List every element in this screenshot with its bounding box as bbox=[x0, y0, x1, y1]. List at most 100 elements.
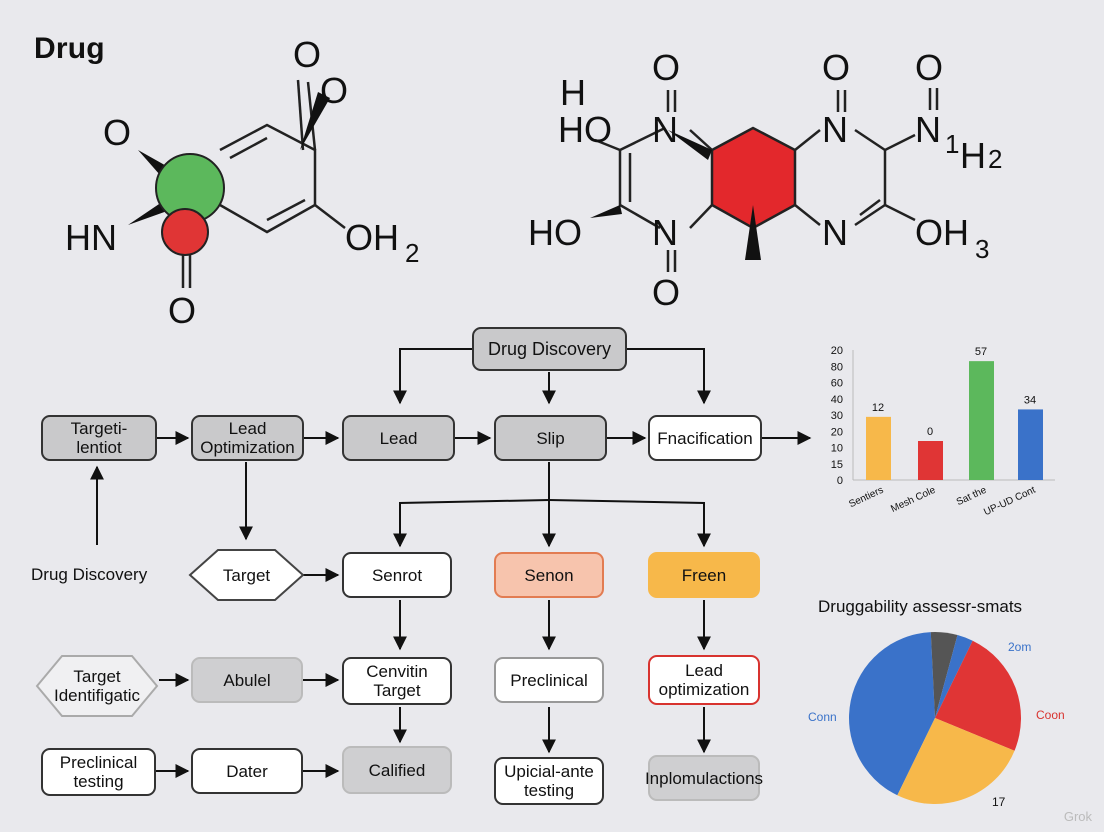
pie-slice bbox=[935, 640, 1021, 751]
right-bond bbox=[689, 204, 713, 229]
pie-chart-title: Druggability assessr-smats bbox=[818, 597, 1023, 616]
bar-category-label: Sentiers bbox=[847, 485, 885, 510]
node-preclinical: Preclinical bbox=[494, 657, 604, 703]
bar bbox=[866, 416, 891, 480]
pie-slice bbox=[848, 632, 935, 796]
right-bond bbox=[794, 129, 821, 151]
bar bbox=[969, 361, 994, 480]
bar-ytick-label: 80 bbox=[831, 361, 843, 373]
node-lead-optimization: Lead Optimization bbox=[191, 415, 304, 461]
atom-label: N bbox=[652, 212, 678, 253]
pie-label: Coon bbox=[1036, 708, 1065, 722]
atom-label: OH bbox=[345, 217, 399, 258]
right-bond bbox=[854, 128, 886, 152]
atom-label: H bbox=[560, 72, 586, 113]
atom-label: N bbox=[822, 109, 848, 150]
atom-label: OH bbox=[915, 212, 969, 253]
atom-label: N bbox=[822, 212, 848, 253]
arrow bbox=[627, 348, 711, 405]
atom-label-subscript: 1 bbox=[945, 129, 959, 159]
bar-ytick-label: 0 bbox=[837, 475, 843, 487]
bar-category-label: Mesh Cole bbox=[889, 485, 937, 515]
bar-category-label: UP-UD Cont bbox=[982, 485, 1037, 519]
atom-label: O bbox=[320, 70, 348, 111]
node-freen: Freen bbox=[648, 552, 760, 598]
page-title: Drug bbox=[34, 32, 105, 65]
left-bond-oh bbox=[314, 204, 346, 229]
node-dater: Dater bbox=[191, 748, 303, 794]
right-bond bbox=[884, 133, 916, 152]
atom-label-subscript: 2 bbox=[405, 238, 419, 268]
right-wedge-bond bbox=[668, 130, 712, 160]
left-wedge-bond bbox=[300, 92, 330, 150]
node-target-identification: Targeti- lentiot bbox=[41, 415, 157, 461]
node-drug-discovery-top: Drug Discovery bbox=[472, 327, 627, 371]
right-bond bbox=[619, 126, 666, 152]
node-lead-optimization-2: Lead optimization bbox=[648, 655, 760, 705]
bar-value-label: 57 bbox=[975, 346, 987, 358]
arrow bbox=[393, 348, 472, 405]
right-molecule-labels: H HO O N O N O N 1 H 2 HO N O N OH 3 bbox=[528, 47, 1002, 313]
node-senrot: Senrot bbox=[342, 552, 452, 598]
atom-label: O bbox=[293, 34, 321, 75]
atom-label-subscript: 2 bbox=[988, 144, 1002, 174]
red-hexagon-ring bbox=[710, 126, 797, 230]
left-ring-double-bond bbox=[229, 136, 268, 160]
node-lead: Lead bbox=[342, 415, 455, 461]
atom-label-subscript: 3 bbox=[975, 234, 989, 264]
node-inplomulactions: Inplomulactions bbox=[645, 755, 763, 801]
left-ring-double-bond bbox=[266, 198, 306, 222]
pie-label: 2om bbox=[1008, 640, 1031, 654]
node-fnacification: Fnacification bbox=[648, 415, 762, 461]
left-wedge-bond bbox=[128, 200, 170, 225]
bar-value-label: 0 bbox=[927, 426, 933, 438]
bar-ytick-label: 15 bbox=[831, 459, 843, 471]
pie-slice bbox=[935, 635, 973, 718]
right-molecule bbox=[594, 88, 939, 272]
target-diamond-shape bbox=[188, 549, 305, 601]
left-molecule-labels: O O O HN O OH 2 bbox=[65, 34, 419, 331]
right-bond bbox=[794, 204, 821, 226]
bar-ytick-label: 20 bbox=[831, 345, 843, 357]
red-atom bbox=[161, 208, 209, 256]
side-label-drug-discovery: Drug Discovery bbox=[31, 565, 148, 584]
right-bond bbox=[884, 203, 916, 222]
atom-label: O bbox=[103, 112, 131, 153]
grok-watermark: Grok bbox=[1063, 809, 1092, 824]
right-bond bbox=[854, 203, 886, 227]
left-ring-bond bbox=[219, 123, 317, 234]
atom-label: O bbox=[822, 47, 850, 88]
atom-label: HO bbox=[558, 109, 612, 150]
node-target: Target bbox=[222, 565, 271, 585]
atom-label: N bbox=[652, 109, 678, 150]
node-senon: Senon bbox=[494, 552, 604, 598]
right-bond bbox=[689, 129, 713, 151]
bar-category-label: Sat the bbox=[955, 485, 989, 509]
atom-label: HO bbox=[528, 212, 582, 253]
bar-value-label: 34 bbox=[1024, 394, 1036, 406]
node-preclinical-testing: Preclinical testing bbox=[41, 748, 156, 796]
atom-label: O bbox=[652, 47, 680, 88]
pie-slice bbox=[930, 631, 958, 718]
arrow bbox=[393, 499, 550, 548]
target-identification-hex-shape bbox=[35, 655, 159, 717]
atom-label: H bbox=[960, 135, 986, 176]
bar bbox=[918, 441, 943, 480]
atom-label: O bbox=[915, 47, 943, 88]
atom-label: N bbox=[915, 109, 941, 150]
node-slip: Slip bbox=[494, 415, 607, 461]
flowchart-connectors bbox=[90, 348, 812, 778]
node-upicial-ante-testing: Upicial-ante testing bbox=[494, 757, 604, 805]
bar-ytick-label: 20 bbox=[831, 426, 843, 438]
atom-label: O bbox=[652, 272, 680, 313]
left-bond-o-top-double bbox=[296, 79, 305, 151]
node-cenvitin-target: Cenvitin Target bbox=[342, 657, 452, 705]
pie-slice bbox=[897, 718, 1015, 805]
right-wedge-bond bbox=[745, 205, 761, 260]
pie-label: Conn bbox=[808, 710, 837, 724]
